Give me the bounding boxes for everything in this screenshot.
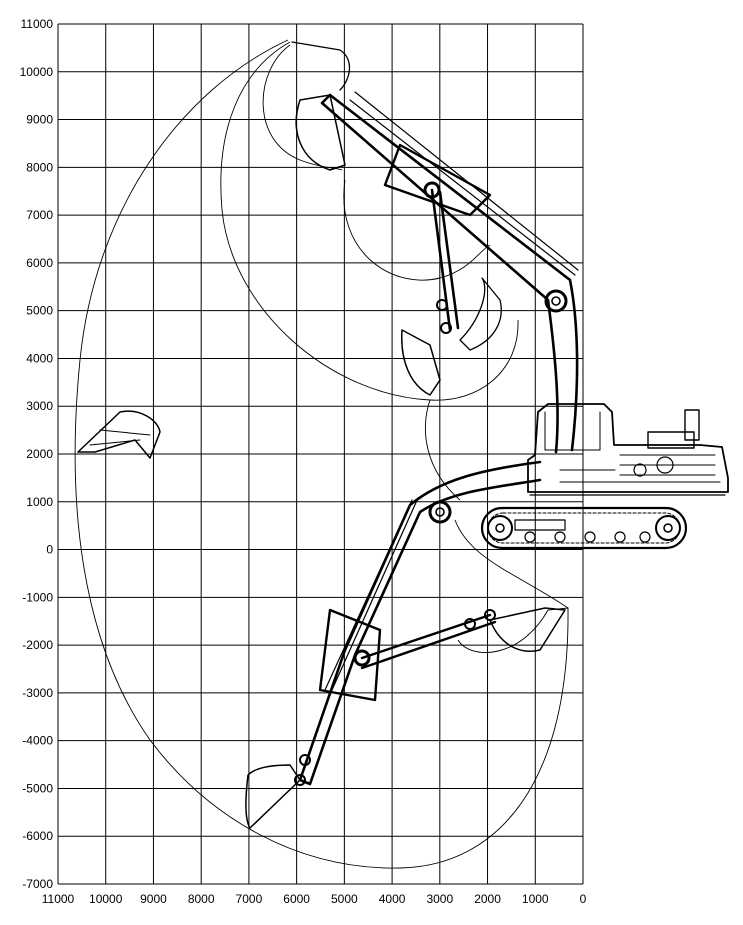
- x-tick-label: 0: [580, 892, 587, 906]
- upper-bucket-curl-arc: [262, 44, 343, 171]
- x-tick-label: 1000: [522, 892, 549, 906]
- x-tick-label: 5000: [331, 892, 358, 906]
- x-tick-label: 10000: [89, 892, 123, 906]
- y-tick-label: 11000: [21, 17, 54, 31]
- y-tick-label: 1000: [26, 495, 53, 509]
- reach-envelopes: [74, 39, 569, 869]
- y-tick-label: -5000: [22, 781, 53, 795]
- y-tick-label: 7000: [26, 208, 53, 222]
- boom-lowered: [245, 460, 566, 829]
- x-tick-label: 7000: [236, 892, 263, 906]
- x-tick-label: 4000: [379, 892, 406, 906]
- x-tick-label: 3000: [426, 892, 453, 906]
- y-tick-label: 4000: [26, 351, 53, 365]
- boom-raised: [291, 41, 579, 454]
- y-tick-label: -1000: [22, 590, 53, 604]
- bucket-max-reach: [77, 410, 161, 459]
- y-tick-label: 10000: [20, 65, 54, 79]
- x-tick-label: 9000: [140, 892, 167, 906]
- y-tick-label: 2000: [26, 447, 53, 461]
- y-tick-label: -2000: [22, 638, 53, 652]
- y-tick-label: -7000: [22, 877, 53, 891]
- front-low-envelope: [425, 399, 461, 501]
- y-tick-label: -6000: [22, 829, 53, 843]
- mid-bucket-arc: [343, 179, 491, 281]
- x-tick-label: 8000: [188, 892, 215, 906]
- upper-structure: [527, 403, 729, 496]
- y-tick-label: -3000: [22, 686, 53, 700]
- y-axis-ticks: 1100010000900080007000600050004000300020…: [20, 17, 54, 891]
- y-tick-label: 3000: [26, 399, 53, 413]
- x-tick-label: 11000: [42, 892, 75, 906]
- x-tick-label: 2000: [474, 892, 501, 906]
- max-reach-envelope: [74, 39, 569, 869]
- upper-inner-envelope: [220, 41, 519, 401]
- excavator: [77, 41, 729, 829]
- dig-depth-arc: [454, 519, 569, 609]
- x-tick-label: 6000: [283, 892, 310, 906]
- y-tick-label: -4000: [22, 734, 53, 748]
- track-undercarriage: [480, 506, 688, 550]
- y-tick-label: 5000: [26, 304, 53, 318]
- grid: [57, 23, 584, 885]
- y-tick-label: 8000: [26, 160, 53, 174]
- y-tick-label: 9000: [26, 113, 53, 127]
- y-tick-label: 0: [46, 543, 53, 557]
- y-tick-label: 6000: [26, 256, 53, 270]
